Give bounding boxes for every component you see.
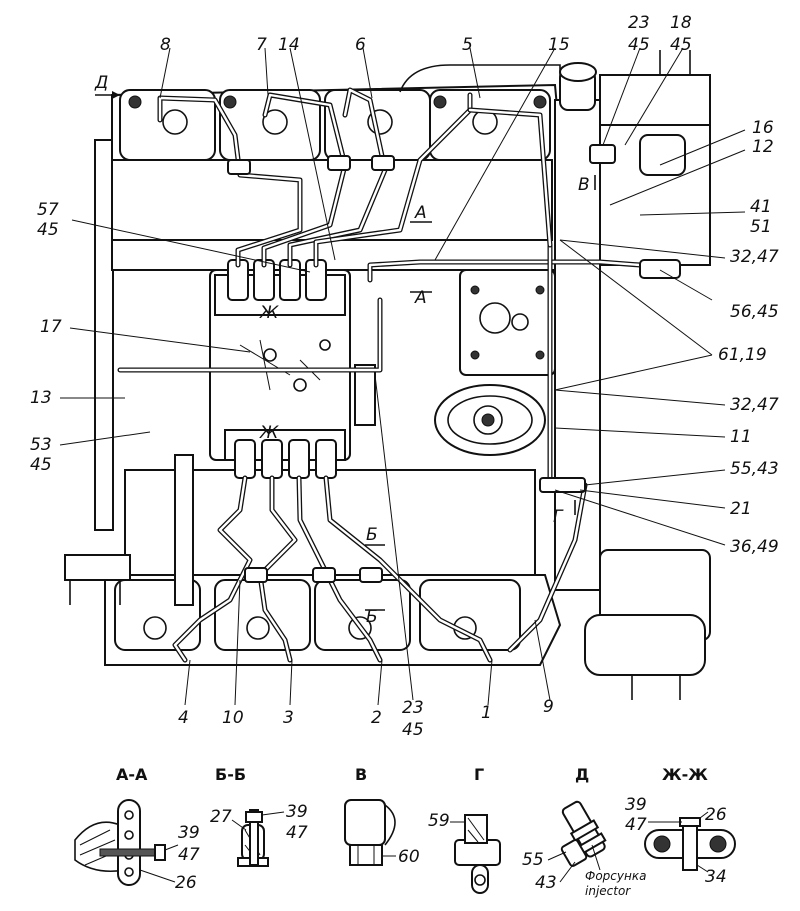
- callout-23-bottom: 23: [402, 698, 424, 718]
- detail-bb-39: 39: [286, 802, 308, 822]
- callout-45-top: 45: [628, 35, 650, 55]
- section-mark-zh-bottom: Ж: [259, 423, 279, 443]
- detail-g: Г 59: [428, 765, 501, 894]
- callout-55-43: 55,43: [730, 459, 779, 479]
- detail-title-a-a: А-А: [116, 765, 148, 784]
- detail-title-b-b: Б-Б: [215, 765, 246, 784]
- callout-16: 16: [752, 118, 774, 138]
- detail-bb-47: 47: [286, 823, 308, 843]
- detail-title-g: Г: [474, 765, 484, 784]
- section-mark-a-top: А: [414, 203, 427, 223]
- detail-b-b: Б-Б 27 39 47: [210, 765, 308, 867]
- detail-title-d: Д: [575, 765, 589, 784]
- detail-zz-34: 34: [705, 867, 727, 887]
- callout-45-bottom: 45: [402, 720, 424, 740]
- callout-57: 57: [37, 200, 59, 220]
- detail-d: Д 55 43 Форсунка injector: [522, 765, 646, 898]
- view-mark-g: Г: [553, 507, 564, 527]
- section-mark-b-bottom: Б: [366, 607, 378, 627]
- section-mark-a-bottom: А: [414, 288, 427, 308]
- detail-zz-39: 39: [625, 795, 647, 815]
- detail-v: В 60: [344, 765, 420, 867]
- detail-title-zh-zh: Ж-Ж: [662, 765, 708, 784]
- callout-18: 18: [670, 13, 692, 33]
- detail-d-injector-en: injector: [585, 884, 631, 898]
- callout-41: 41: [750, 197, 772, 217]
- detail-title-v: В: [355, 765, 367, 784]
- callout-9: 9: [543, 697, 554, 717]
- callout-53: 53: [30, 435, 52, 455]
- callout-6: 6: [355, 35, 366, 55]
- fuel-filter: [434, 269, 556, 456]
- callout-36-49: 36,49: [730, 537, 779, 557]
- view-mark-v: В: [578, 175, 590, 195]
- detail-zh-zh: Ж-Ж 39 47 26 34: [625, 765, 736, 887]
- callout-7: 7: [256, 35, 267, 55]
- callout-45-mid: 45: [30, 455, 52, 475]
- engine-body: [64, 50, 711, 700]
- cylinder-head-bumps: [119, 64, 561, 161]
- detail-d-55: 55: [522, 850, 544, 870]
- callout-23-top: 23: [628, 13, 650, 33]
- callout-3: 3: [283, 708, 294, 728]
- detail-bb-27: 27: [210, 807, 232, 827]
- section-mark-zh-top: Ж: [259, 303, 279, 323]
- leader-lines: [59, 47, 746, 706]
- callout-32-47-bottom: 32,47: [730, 395, 779, 415]
- callout-51: 51: [750, 217, 772, 237]
- callout-11: 11: [730, 427, 752, 447]
- callout-15: 15: [548, 35, 570, 55]
- detail-aa-47: 47: [178, 845, 200, 865]
- callout-8: 8: [160, 35, 171, 55]
- detail-zz-26: 26: [705, 805, 727, 825]
- callout-5: 5: [462, 35, 473, 55]
- detail-d-43: 43: [535, 873, 557, 893]
- callout-56-45: 56,45: [730, 302, 779, 322]
- low-pressure-lines: [117, 107, 681, 653]
- callout-4: 4: [178, 708, 189, 728]
- view-mark-d: Д: [94, 73, 108, 93]
- detail-a-a: А-А 39 47 26: [74, 765, 200, 893]
- detail-zz-47: 47: [625, 815, 647, 835]
- callout-32-47-top: 32,47: [730, 247, 779, 267]
- callout-2: 2: [371, 708, 382, 728]
- callout-45-left: 45: [37, 220, 59, 240]
- detail-v-60: 60: [398, 847, 420, 867]
- callout-14: 14: [278, 35, 300, 55]
- callout-45-right: 45: [670, 35, 692, 55]
- detail-aa-26: 26: [175, 873, 197, 893]
- callout-12: 12: [752, 137, 774, 157]
- section-mark-b-top: Б: [366, 525, 378, 545]
- callout-1: 1: [481, 703, 492, 723]
- callout-13: 13: [30, 388, 52, 408]
- detail-g-59: 59: [428, 811, 450, 831]
- callouts: 8 7 14 6 5 15 23 45 18 45 16 12 41 51 57…: [30, 13, 779, 740]
- detail-aa-39: 39: [178, 823, 200, 843]
- callout-61-19: 61,19: [718, 345, 767, 365]
- callout-10: 10: [222, 708, 244, 728]
- detail-d-injector-ru: Форсунка: [585, 869, 646, 883]
- callout-21: 21: [730, 499, 752, 519]
- callout-17: 17: [40, 317, 62, 337]
- view-arrows: [95, 91, 596, 611]
